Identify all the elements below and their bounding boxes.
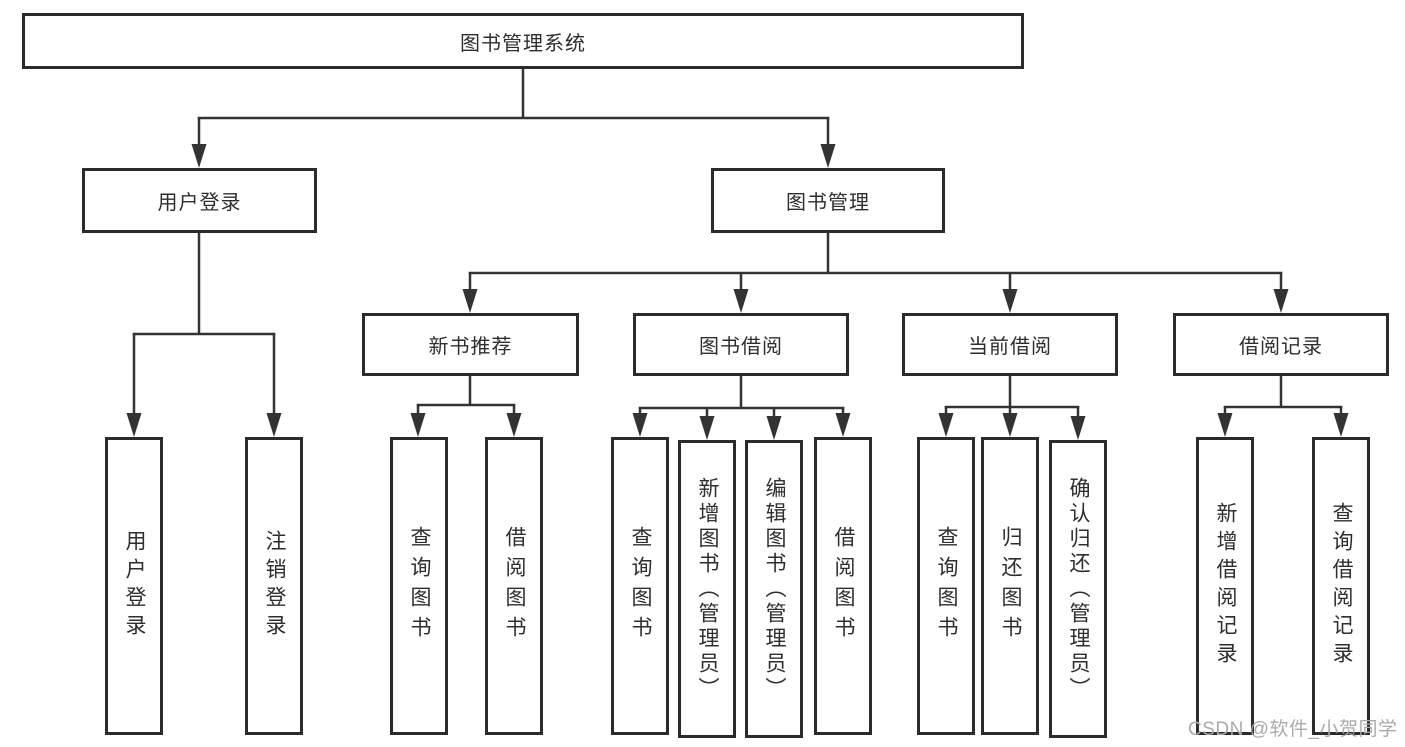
node-book-borrowing: 图书借阅 [633,313,849,376]
connector-current-to-leaves [938,376,1086,440]
leaf-add-borrow-record: 新增借阅记录 [1196,437,1254,735]
connector-newbooks-to-leaves [410,376,522,437]
connector-records-to-leaves [1217,376,1349,437]
connector-root-to-level2 [191,69,836,168]
csdn-watermark: CSDN @软件_小贺同学 [1188,719,1398,740]
connector-borrow-to-leaves [632,376,851,440]
node-current-borrowing: 当前借阅 [902,313,1118,376]
leaf-query-books-newbooks: 查询图书 [390,437,448,735]
node-new-book-recommendation: 新书推荐 [362,313,579,376]
connector-bookmgmt-to-level3 [462,233,1289,313]
node-borrowing-records: 借阅记录 [1173,313,1389,376]
leaf-add-books-admin: 新增图书（管理员） [678,440,736,738]
leaf-query-books-borrow: 查询图书 [611,437,669,735]
node-book-management-branch: 图书管理 [711,168,945,233]
node-library-management-system: 图书管理系统 [22,13,1024,69]
leaf-borrow-books-borrow: 借阅图书 [814,437,872,735]
leaf-query-borrow-record: 查询借阅记录 [1312,437,1370,735]
leaf-edit-books-admin: 编辑图书（管理员） [745,440,803,738]
leaf-borrow-books-newbooks: 借阅图书 [485,437,543,735]
leaf-query-books-current: 查询图书 [917,437,975,735]
node-user-login-branch: 用户登录 [82,168,317,233]
leaf-logout: 注销登录 [245,437,303,735]
connector-userlogin-to-leaves [126,233,282,437]
leaf-return-books: 归还图书 [981,437,1039,735]
leaf-confirm-return-admin: 确认归还（管理员） [1049,440,1107,738]
leaf-user-login: 用户登录 [105,437,163,735]
